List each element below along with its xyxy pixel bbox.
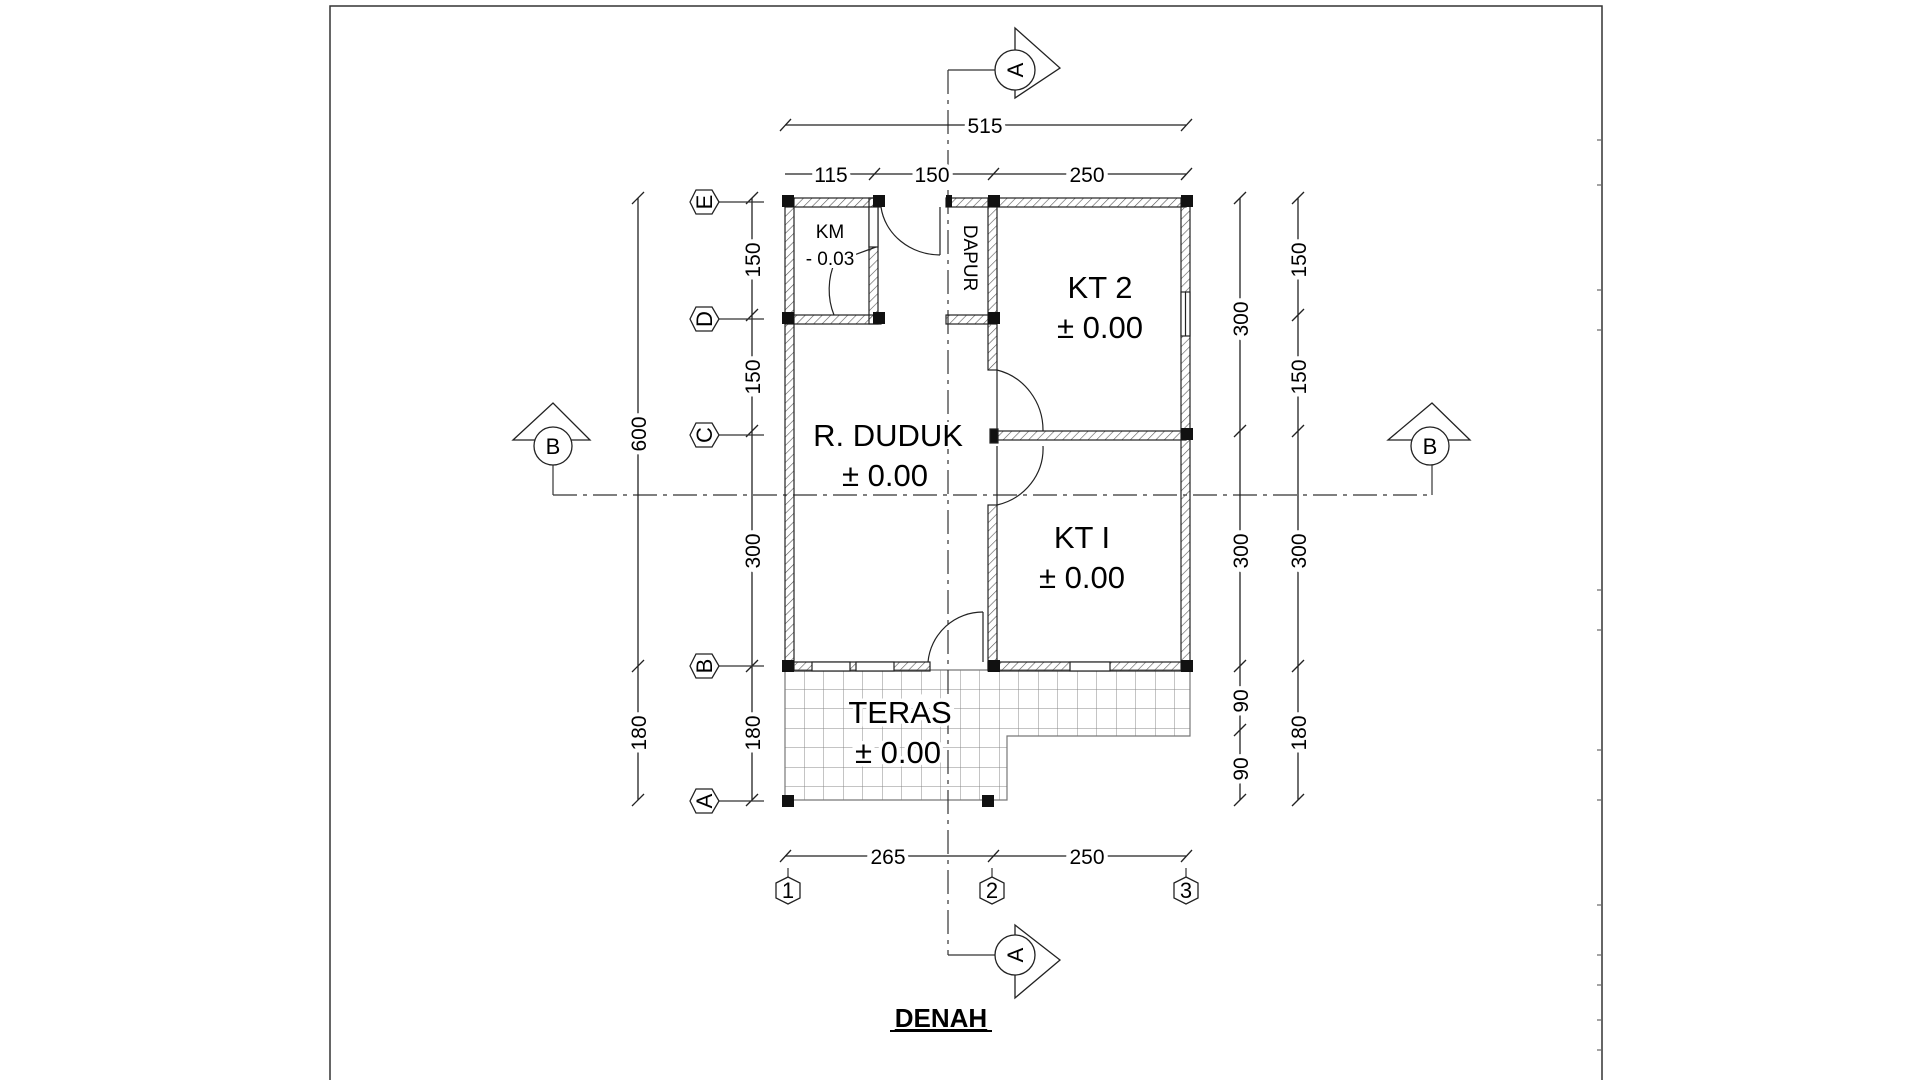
section-b-right-label: B bbox=[1423, 434, 1438, 459]
grid-row-a-label: A bbox=[692, 793, 717, 808]
dim-right-outer-2: 150 bbox=[1288, 359, 1311, 394]
dim-right-inner-1: 300 bbox=[1230, 301, 1253, 336]
terrace-floor-tiles bbox=[784, 669, 1191, 801]
dim-right-inner-4: 90 bbox=[1230, 757, 1253, 780]
grid-column-1-label: 1 bbox=[782, 878, 794, 903]
room-kt1-level: ± 0.00 bbox=[1039, 560, 1125, 595]
dim-right-inner-2: 300 bbox=[1230, 533, 1253, 568]
grid-row-d-label: D bbox=[692, 311, 717, 327]
room-km-level: - 0.03 bbox=[806, 249, 855, 270]
dim-left-inner-3: 300 bbox=[742, 533, 765, 568]
dim-top-segment-3: 250 bbox=[1069, 164, 1104, 187]
grid-row-c-label: C bbox=[692, 427, 717, 443]
grid-column-3-label: 3 bbox=[1180, 878, 1192, 903]
room-teras-level: ± 0.00 bbox=[855, 735, 941, 770]
dim-left-inner-2: 150 bbox=[742, 359, 765, 394]
dim-left-overall: 600 bbox=[628, 416, 651, 451]
doors bbox=[828, 206, 1044, 663]
dim-right-outer-3: 300 bbox=[1288, 533, 1311, 568]
section-a-bottom-label: A bbox=[1003, 947, 1028, 962]
dim-left-inner-1: 150 bbox=[742, 242, 765, 277]
dim-bottom-segment-2: 250 bbox=[1069, 846, 1104, 869]
section-markers bbox=[511, 26, 1472, 1000]
room-r-duduk-name: R. DUDUK bbox=[813, 418, 963, 453]
grid-leaders bbox=[719, 201, 1187, 880]
dim-top-segment-1: 115 bbox=[814, 164, 847, 187]
columns bbox=[782, 195, 1193, 807]
dim-right-inner-3: 90 bbox=[1230, 689, 1253, 712]
sheet-border bbox=[329, 5, 1603, 1080]
room-dapur-name: DAPUR bbox=[959, 225, 980, 292]
room-teras-name: TERAS bbox=[848, 695, 951, 730]
dim-right-outer-4: 180 bbox=[1288, 715, 1311, 750]
dim-right-outer-1: 150 bbox=[1288, 242, 1311, 277]
dim-top-overall: 515 bbox=[967, 115, 1002, 138]
dim-top-segment-2: 150 bbox=[914, 164, 949, 187]
section-a-top-label: A bbox=[1003, 62, 1028, 77]
section-b-left-label: B bbox=[546, 434, 561, 459]
room-kt2-level: ± 0.00 bbox=[1057, 310, 1143, 345]
grid-row-e-label: E bbox=[692, 195, 717, 210]
dim-left-inner-4: 180 bbox=[742, 715, 765, 750]
grid-row-bubbles bbox=[689, 189, 720, 814]
dimension-lines bbox=[631, 118, 1305, 863]
room-kt1-name: KT I bbox=[1054, 520, 1110, 555]
dim-bottom-segment-1: 265 bbox=[870, 846, 905, 869]
grid-column-bubbles bbox=[775, 876, 1199, 905]
room-r-duduk-level: ± 0.00 bbox=[842, 458, 928, 493]
drawing-title: DENAH bbox=[895, 1003, 987, 1033]
room-km-name: KM bbox=[816, 222, 845, 243]
grid-row-b-label: B bbox=[692, 659, 717, 674]
dim-left-overall-lower: 180 bbox=[628, 715, 651, 750]
grid-column-2-label: 2 bbox=[986, 878, 998, 903]
room-kt2-name: KT 2 bbox=[1068, 270, 1133, 305]
